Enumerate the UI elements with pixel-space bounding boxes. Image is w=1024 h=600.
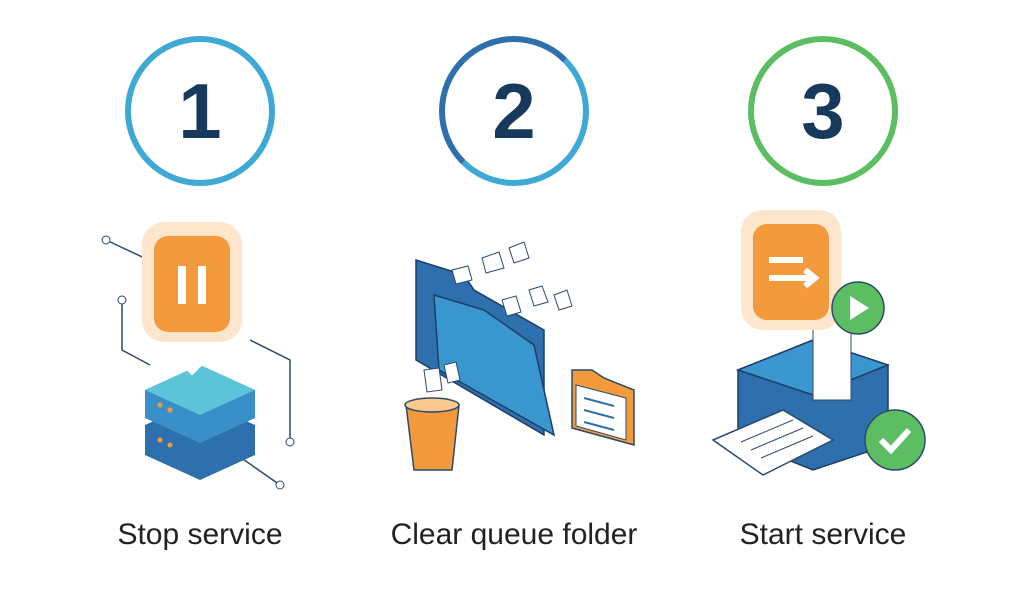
server-pause-icon: [101, 222, 295, 490]
step-number-circle: 3: [748, 36, 898, 186]
printer-start-icon: [711, 210, 926, 476]
step-2: 2 Clear queue folder: [364, 0, 664, 600]
step-label: Stop service: [117, 518, 283, 551]
folder-trash-icon: [404, 241, 635, 471]
step-label: Clear queue folder: [390, 518, 638, 551]
step-number-circle: 2: [439, 36, 589, 186]
step-label: Start service: [739, 518, 907, 551]
step-number-circle: 1: [125, 36, 275, 186]
step-3: 3 Start service: [673, 0, 973, 600]
step-1: 1 Stop service: [50, 0, 350, 600]
